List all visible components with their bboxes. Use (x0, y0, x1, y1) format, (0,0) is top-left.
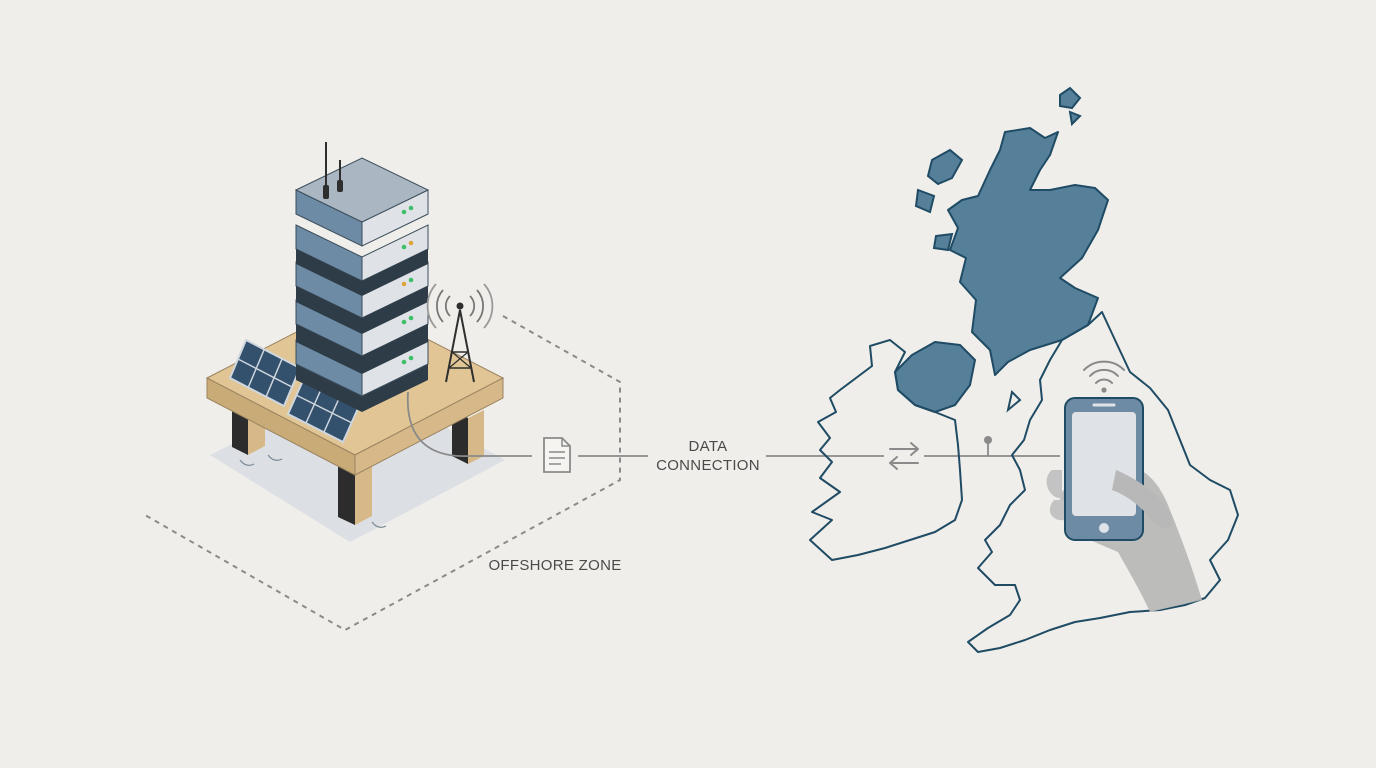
antenna-icon (323, 142, 343, 199)
data-connection-label: DATA CONNECTION (648, 437, 768, 475)
document-icon (543, 437, 571, 473)
england-wales-outline (967, 311, 1239, 653)
data-connection-label-line2: CONNECTION (656, 457, 760, 474)
offshore-zone-boundary (144, 315, 621, 632)
northern-ireland-region (894, 341, 976, 413)
data-connection-label-line1: DATA (688, 438, 728, 455)
server-unit (295, 224, 429, 296)
signal-tower-icon (426, 283, 494, 383)
solar-panel-left (228, 338, 302, 408)
server-unit (295, 299, 429, 374)
ireland-outline (809, 339, 963, 561)
server-unit (295, 339, 429, 412)
server-unit (295, 261, 429, 334)
server-cable (406, 391, 532, 457)
smartphone-icon (1064, 397, 1144, 541)
transfer-arrows-icon (884, 440, 924, 472)
uk-ireland-map (809, 86, 1239, 653)
scotland-region (947, 127, 1109, 376)
platform-legs (232, 399, 484, 525)
server-stack (294, 157, 430, 412)
offshore-zone-label: OFFSHORE ZONE (488, 557, 622, 574)
wifi-icon (1083, 360, 1125, 393)
hand-thumb (1112, 470, 1173, 529)
server-unit-top (294, 157, 430, 247)
